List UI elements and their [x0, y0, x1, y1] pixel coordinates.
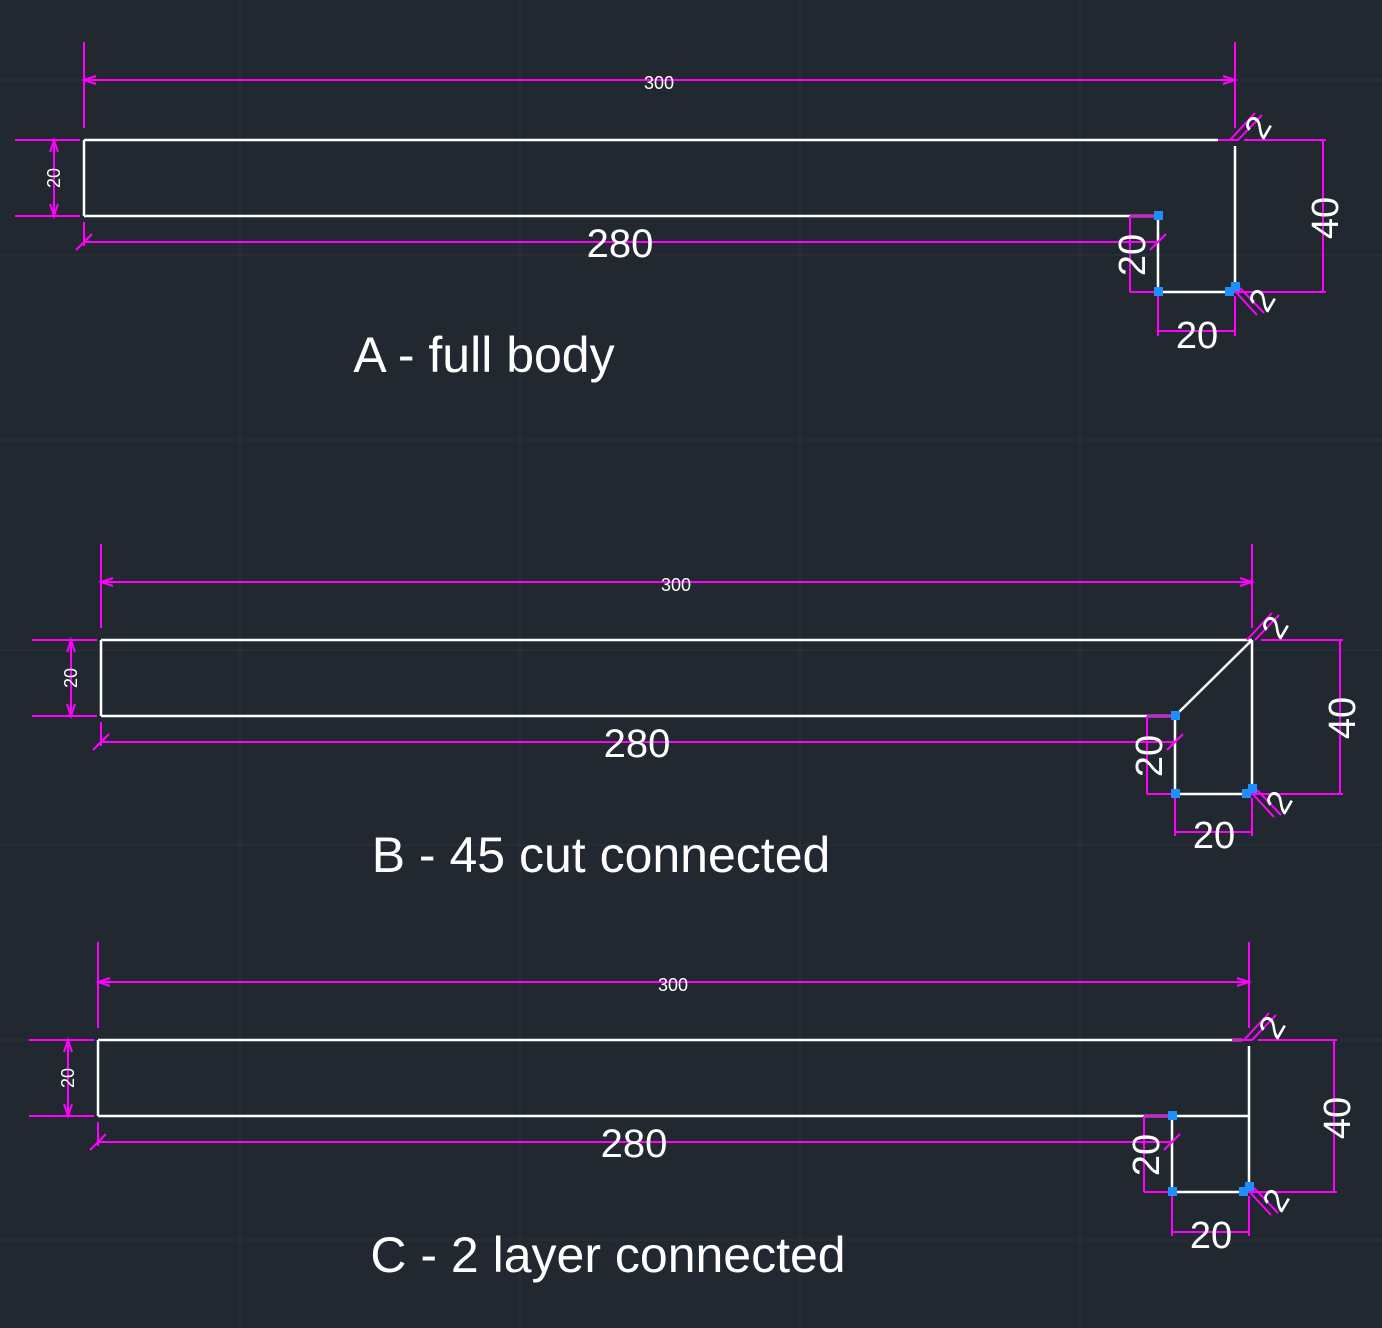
object-outline: [96, 1038, 1251, 1194]
dim-leg-width: 20: [1190, 1215, 1232, 1257]
drawing-c: 300 20 280 20 20 40 2 2 C - 2 layer conn…: [29, 942, 1359, 1283]
dim-gap-bottom: 2: [1241, 283, 1283, 318]
dim-total-length: 300: [658, 975, 688, 995]
dim-inner-length: 280: [601, 1122, 668, 1166]
dim-inner-leg: 20: [1112, 234, 1154, 276]
drawing-b: 300 20 280 20 20 40 2 2 B - 45 cut conne…: [32, 544, 1364, 883]
dim-thickness: 20: [58, 1068, 78, 1088]
dim-leg-height: 40: [1317, 1097, 1359, 1139]
dim-thickness: 20: [44, 168, 64, 188]
dim-leg-width: 20: [1193, 815, 1235, 857]
grip-points[interactable]: [1171, 711, 1257, 798]
drawing-a: 300 20 280 20 20 40 2 2 A - full body: [15, 42, 1347, 383]
drawing-caption: A - full body: [353, 327, 614, 383]
drawing-caption: B - 45 cut connected: [372, 827, 831, 883]
dim-gap-bottom: 2: [1258, 785, 1300, 820]
object-outline: [99, 638, 1254, 796]
dim-thickness: 20: [61, 668, 81, 688]
object-outline: [82, 138, 1237, 294]
dim-leg-width: 20: [1176, 315, 1218, 357]
grip-points[interactable]: [1168, 1111, 1254, 1196]
dim-inner-length: 280: [587, 222, 654, 266]
dim-inner-leg: 20: [1126, 1134, 1168, 1176]
dim-leg-height: 40: [1322, 697, 1364, 739]
dim-total-length: 300: [661, 575, 691, 595]
grip-points[interactable]: [1154, 211, 1240, 296]
dim-leg-height: 40: [1305, 197, 1347, 239]
dimension-lines: [15, 42, 1326, 336]
dim-inner-length: 280: [604, 722, 671, 766]
dimension-lines: [29, 942, 1337, 1236]
dimension-lines: [32, 544, 1343, 836]
drawing-caption: C - 2 layer connected: [370, 1227, 845, 1283]
dim-total-length: 300: [644, 73, 674, 93]
dim-gap-bottom: 2: [1255, 1183, 1297, 1218]
dim-inner-leg: 20: [1129, 735, 1171, 777]
